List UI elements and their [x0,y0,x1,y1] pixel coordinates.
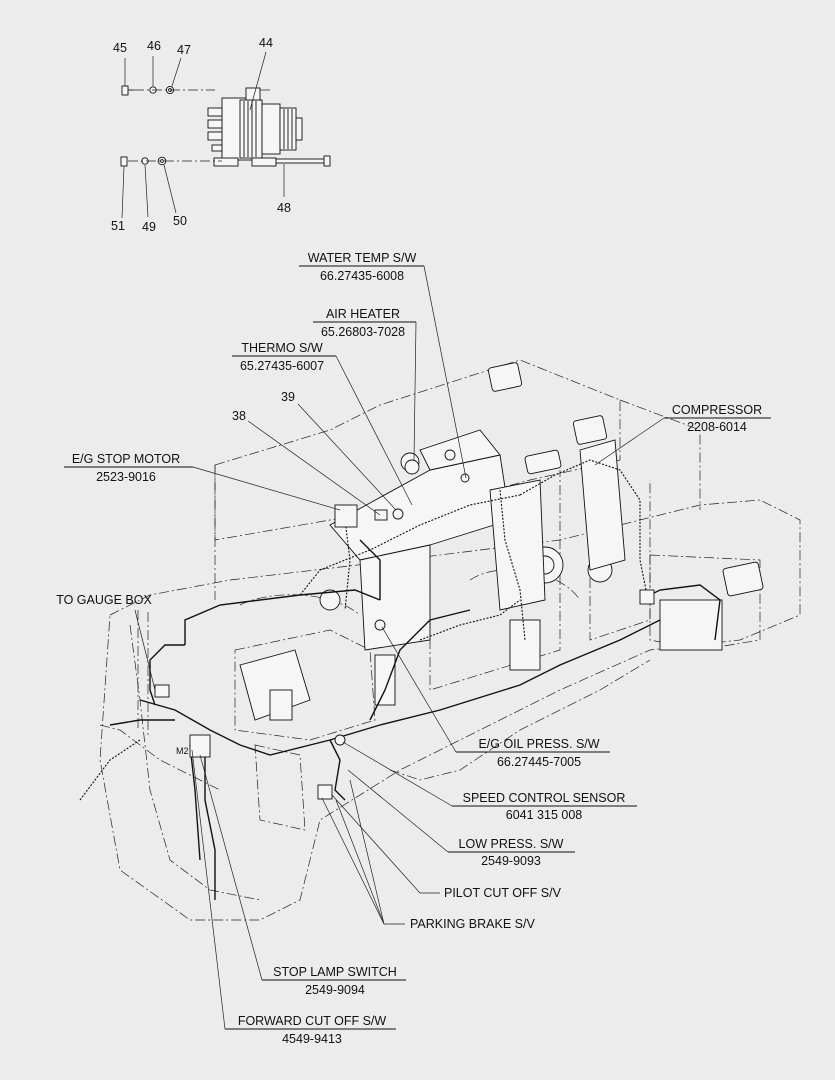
callouts: WATER TEMP S/W 66.27435-6008 AIR HEATER … [56,251,771,1046]
thermo-switch-partnum: 65.27435-6007 [240,359,324,373]
gauge-connector [154,684,170,698]
thermo-switch-label: THERMO S/W [241,341,322,355]
to-gauge-box-label: TO GAUGE BOX [56,593,152,607]
part-number-44: 44 [259,36,273,50]
water-temp-switch-label: WATER TEMP S/W [308,251,417,265]
wiring-harness: M2 [79,449,721,900]
eg-stop-motor [334,504,358,528]
alternator-44 [207,87,303,167]
part-number-49: 49 [142,220,156,234]
component-38 [374,509,388,521]
part-number-51: 51 [111,219,125,233]
speed-control-sensor-label: SPEED CONTROL SENSOR [463,791,626,805]
alternator-assembly: 45 46 47 44 48 51 49 50 [111,36,331,234]
part-number-46: 46 [147,39,161,53]
valve-block [269,689,293,721]
machine-outline [99,359,801,921]
part-number-47: 47 [177,43,191,57]
oil-press-switch-partnum: 66.27445-7005 [497,755,581,769]
part-number-39: 39 [281,390,295,404]
stop-lamp-switch [189,734,211,758]
thermo-switch [444,449,456,461]
compressor-partnum: 2208-6014 [687,420,747,434]
water-temp-switch [460,473,470,483]
part-number-48: 48 [277,201,291,215]
air-heater-partnum: 65.26803-7028 [321,325,405,339]
air-heater [404,459,420,475]
eg-stop-motor-partnum: 2523-9016 [96,470,156,484]
forward-cut-off-label: FORWARD CUT OFF S/W [238,1014,387,1028]
bolt-51 [120,156,128,167]
compressor-label: COMPRESSOR [672,403,762,417]
forward-cut-off-partnum: 4549-9413 [282,1032,342,1046]
component-39 [392,508,404,520]
compressor-connector [639,589,655,605]
low-press-switch-partnum: 2549-9093 [481,854,541,868]
low-press-switch-label: LOW PRESS. S/W [459,837,564,851]
air-heater-label: AIR HEATER [326,307,400,321]
oil-press-switch [374,619,386,631]
stop-lamp-switch-label: STOP LAMP SWITCH [273,965,397,979]
bolt-48 [275,155,331,167]
pilot-cut-off-label: PILOT CUT OFF S/V [444,886,562,900]
stop-lamp-switch-partnum: 2549-9094 [305,983,365,997]
oil-press-switch-label: E/G OIL PRESS. S/W [478,737,599,751]
speed-control-sensor [334,734,346,746]
parking-brake-label: PARKING BRAKE S/V [410,917,535,931]
part-number-38: 38 [232,409,246,423]
water-temp-switch-partnum: 66.27435-6008 [320,269,404,283]
bolt-45 [121,85,134,96]
eg-stop-motor-label: E/G STOP MOTOR [72,452,180,466]
speed-control-sensor-partnum: 6041 315 008 [506,808,583,822]
m2-label: M2 [176,746,189,756]
part-number-45: 45 [113,41,127,55]
part-number-50: 50 [173,214,187,228]
pilot-cut-valve [317,784,333,800]
